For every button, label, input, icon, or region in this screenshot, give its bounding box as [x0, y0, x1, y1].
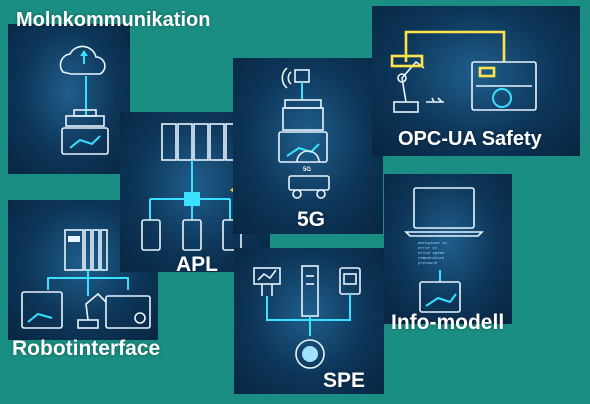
label-spe: SPE — [323, 369, 366, 392]
panel-spe — [234, 248, 384, 394]
label-info-modell: Info-modell — [391, 311, 505, 334]
controller-rack-icon — [64, 229, 108, 271]
machine-icon-opc — [471, 61, 537, 111]
parameter-line: temperature — [418, 257, 445, 261]
wireless-signal-icon — [281, 67, 310, 89]
printer-icon — [21, 291, 63, 329]
5g-illustration — [278, 67, 330, 199]
sensor-chart-icon — [253, 267, 281, 296]
cloud-printer-illustration — [59, 45, 109, 155]
parameter-line: drive speed — [418, 252, 445, 256]
io-rack-icon — [161, 123, 241, 161]
connector-globe-icon — [295, 339, 325, 369]
rack-unit-icon — [301, 265, 319, 317]
printer-icon-5g — [278, 99, 328, 163]
panel-5g: 5G — [233, 58, 383, 234]
parameter-line: error ct — [418, 247, 438, 251]
label-opc-ua-safety: OPC-UA Safety — [398, 128, 542, 150]
label-apl: APL — [176, 253, 218, 276]
label-5g: 5G — [297, 208, 326, 231]
spe-illustration — [253, 265, 361, 369]
robot-arm-icon — [77, 292, 107, 329]
parameter-line: workpiece in — [418, 242, 447, 246]
printer-icon-info — [419, 281, 461, 313]
info-modell-illustration — [404, 187, 484, 313]
monitor-icon-spe — [339, 267, 361, 295]
five-g-small-label: 5G — [303, 167, 312, 173]
robot-arm-icon-opc — [390, 54, 425, 113]
agv-vehicle-icon — [288, 150, 330, 199]
panel-info-modell: workpiece in error ct drive speed temper… — [384, 174, 512, 324]
3d-printer-icon — [61, 109, 109, 155]
label-molnkommunikation: Molnkommunikation — [16, 9, 211, 31]
panel-opc-ua — [372, 6, 580, 156]
laptop-icon — [404, 187, 484, 237]
parameter-line: pressure — [418, 262, 438, 266]
opc-ua-illustration — [390, 30, 537, 113]
robot-interface-illustration — [21, 229, 151, 329]
conveyor-machine-icon — [105, 295, 151, 329]
field-device-icon — [141, 219, 242, 251]
parameter-list: workpiece in error ct drive speed temper… — [418, 242, 492, 267]
label-robotinterface: Robotinterface — [12, 337, 161, 360]
panel-cloud — [8, 24, 130, 174]
cloud-icon — [59, 45, 106, 75]
